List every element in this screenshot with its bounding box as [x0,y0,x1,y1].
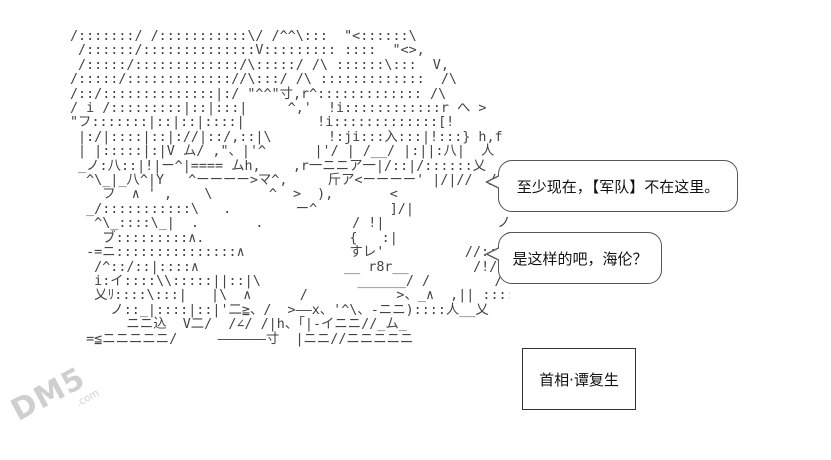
caption-box: 首相·谭复生 [522,348,636,410]
speech-bubble-top: 至少现在，【军队】不在这里。 [485,160,738,212]
ascii-art-figure: /:::::::/ /:::::::::::\/ /^^\::: "<:::::… [70,30,510,347]
speech-bubble-top-text: 至少现在，【军队】不在这里。 [516,177,720,196]
watermark-brand: DM5 [5,360,92,429]
caption-text: 首相·谭复生 [539,370,619,389]
speech-bubble-middle: 是这样的吧，海伦？ [485,232,662,284]
speech-bubble-middle-text: 是这样的吧，海伦？ [512,249,648,268]
